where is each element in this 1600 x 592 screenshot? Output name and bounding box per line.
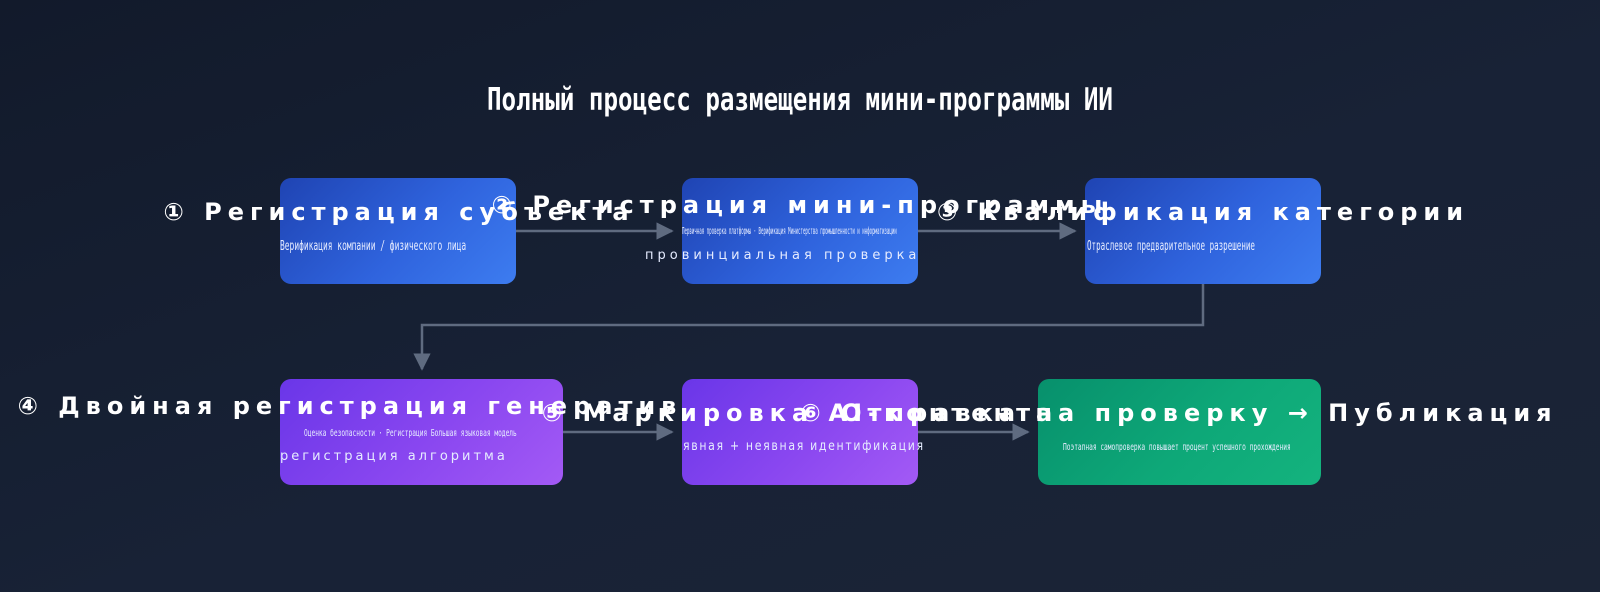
step-2-detail-line1: Первичная проверка платформы · Верификац… [682, 226, 897, 237]
step-3-box [1085, 178, 1321, 284]
step-1-detail: Верификация компании / физического лица [280, 239, 467, 254]
step-4-detail-line1: Оценка безопасности · Регистрация Больша… [304, 428, 517, 439]
step-5-box [682, 379, 918, 485]
step-6-detail: Поэтапная самопроверка повышает процент … [1063, 442, 1291, 453]
step-4-label: ④ Двойная регистрация генератив [17, 392, 683, 420]
step-6-box [1038, 379, 1321, 485]
arrow-step3-to-step4 [413, 284, 1205, 371]
step-5-label: ⑤ Маркировка AI-контента [541, 399, 1059, 427]
step-6-label: ⑥ Отправка на проверку → Публикация [800, 399, 1558, 427]
step-4-box [280, 379, 563, 485]
step-1-label: ① Регистрация субъекта [163, 198, 635, 226]
step-4-detail-line2: регистрация алгоритма [280, 449, 508, 464]
step-2-label: ② Регистрация мини-программы [491, 191, 1109, 219]
step-2-detail-line2: провинциальная проверка [645, 248, 921, 263]
step-3-label: ③ Квалификация категории [936, 198, 1470, 226]
step-5-detail: явная + неявная идентификация [683, 439, 925, 454]
step-3-detail: Отраслевое предварительное разрешение [1087, 239, 1255, 254]
diagram-title: Полный процесс размещения мини-программы… [487, 82, 1113, 118]
step-1-box [280, 178, 516, 284]
step-2-box [682, 178, 918, 284]
